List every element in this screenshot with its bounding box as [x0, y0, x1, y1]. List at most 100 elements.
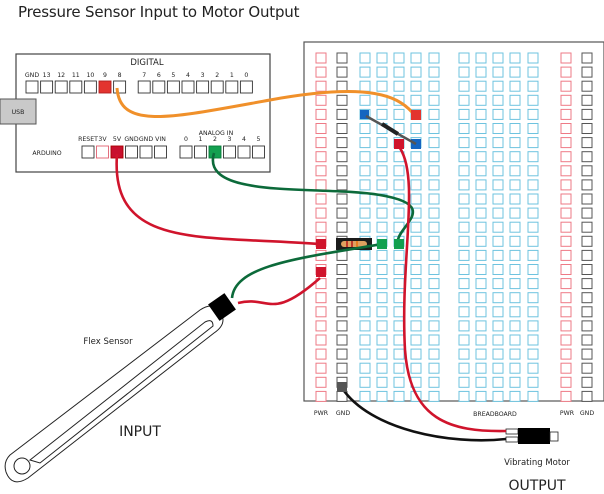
- wire-red-sensor: [237, 277, 321, 306]
- breadboard-hole: [475, 193, 487, 205]
- breadboard-hole: [428, 390, 440, 402]
- breadboard-hole: [581, 376, 593, 388]
- breadboard-hole: [336, 108, 348, 120]
- breadboard-hole: [336, 306, 348, 318]
- breadboard-hole: [336, 320, 348, 332]
- breadboard-hole: [475, 306, 487, 318]
- breadboard-hole: [509, 123, 521, 134]
- breadboard-hole: [509, 193, 521, 205]
- breadboard-hole: [428, 334, 440, 346]
- breadboard-hole: [428, 179, 440, 191]
- digital-pin-label: 10: [86, 72, 94, 79]
- breadboard-hole: [458, 348, 470, 360]
- breadboard-hole: [410, 123, 422, 134]
- bb-pin-pwr-red-1: [316, 239, 326, 249]
- breadboard-hole: [560, 306, 572, 318]
- breadboard-hole: [376, 320, 388, 332]
- breadboard-hole: [428, 264, 440, 275]
- breadboard-hole: [581, 66, 593, 78]
- breadboard-hole: [560, 151, 572, 163]
- breadboard-hole: [560, 193, 572, 205]
- analog-header: ANALOG IN: [199, 130, 234, 137]
- digital-pin-1: [225, 80, 239, 94]
- breadboard-hole: [581, 362, 593, 374]
- flex-sensor-label: Flex Sensor: [83, 337, 133, 347]
- breadboard-hole: [509, 292, 521, 304]
- breadboard-hole: [359, 278, 371, 290]
- breadboard-holes: [315, 52, 593, 402]
- breadboard-hole: [359, 193, 371, 205]
- breadboard-hole: [410, 334, 422, 346]
- breadboard-hole: [527, 320, 539, 332]
- breadboard-hole: [509, 390, 521, 402]
- breadboard-hole: [527, 108, 539, 120]
- breadboard-hole: [458, 362, 470, 374]
- breadboard-hole: [475, 348, 487, 360]
- usb-label: USB: [12, 109, 25, 116]
- breadboard-hole: [336, 278, 348, 290]
- breadboard-hole: [560, 278, 572, 290]
- wire-black-motor: [340, 387, 507, 442]
- power-pin-label: GND: [124, 136, 138, 143]
- bb-pin-pwr-red-2: [316, 267, 326, 277]
- breadboard-hole: [560, 390, 572, 402]
- digital-pin-label: 2: [215, 72, 219, 79]
- breadboard-hole: [336, 264, 348, 275]
- breadboard-hole: [315, 390, 327, 402]
- breadboard-hole: [359, 94, 371, 106]
- breadboard-hole: [336, 179, 348, 191]
- breadboard-hole: [393, 179, 405, 191]
- breadboard-hole: [410, 179, 422, 191]
- breadboard-hole: [509, 348, 521, 360]
- breadboard-hole: [560, 362, 572, 374]
- breadboard-hole: [527, 151, 539, 163]
- breadboard-hole: [475, 362, 487, 374]
- digital-pin-3: [196, 80, 210, 94]
- breadboard-hole: [315, 165, 327, 177]
- power-pin-gnd: [125, 145, 138, 159]
- analog-pin-2: [208, 145, 222, 159]
- breadboard-hole: [393, 306, 405, 318]
- breadboard-hole: [458, 235, 470, 247]
- arduino-label: ARDUINO: [32, 150, 61, 157]
- breadboard-hole: [315, 94, 327, 106]
- breadboard-hole: [458, 165, 470, 177]
- breadboard-hole: [315, 292, 327, 304]
- breadboard-hole: [393, 348, 405, 360]
- breadboard-hole: [527, 249, 539, 261]
- breadboard-hole: [492, 80, 504, 92]
- breadboard-hole: [359, 123, 371, 134]
- breadboard-hole: [475, 66, 487, 78]
- breadboard-hole: [509, 80, 521, 92]
- power-pin-label: 3V: [98, 136, 107, 143]
- digital-pin-label: GND: [25, 72, 39, 79]
- breadboard-label: BREADBOARD: [473, 411, 517, 418]
- digital-pin-label: 4: [186, 72, 190, 79]
- breadboard-hole: [475, 80, 487, 92]
- digital-pin-11: [69, 80, 83, 94]
- wire-red-5v: [115, 153, 321, 246]
- breadboard-hole: [492, 320, 504, 332]
- breadboard-hole: [492, 221, 504, 233]
- breadboard-hole: [527, 80, 539, 92]
- breadboard-hole: [410, 292, 422, 304]
- breadboard-hole: [359, 165, 371, 177]
- breadboard-hole: [359, 264, 371, 275]
- output-label: OUTPUT: [508, 478, 566, 494]
- breadboard-hole: [458, 123, 470, 134]
- breadboard-hole: [410, 221, 422, 233]
- digital-pin-label: 0: [244, 72, 248, 79]
- breadboard-hole: [336, 52, 348, 64]
- breadboard-hole: [527, 165, 539, 177]
- breadboard-hole: [315, 108, 327, 120]
- breadboard-hole: [393, 390, 405, 402]
- breadboard-hole: [359, 151, 371, 163]
- digital-pin-2: [210, 80, 224, 94]
- breadboard-hole: [428, 249, 440, 261]
- breadboard-hole: [410, 306, 422, 318]
- breadboard-hole: [315, 66, 327, 78]
- usb-port: [0, 98, 37, 125]
- breadboard-hole: [581, 292, 593, 304]
